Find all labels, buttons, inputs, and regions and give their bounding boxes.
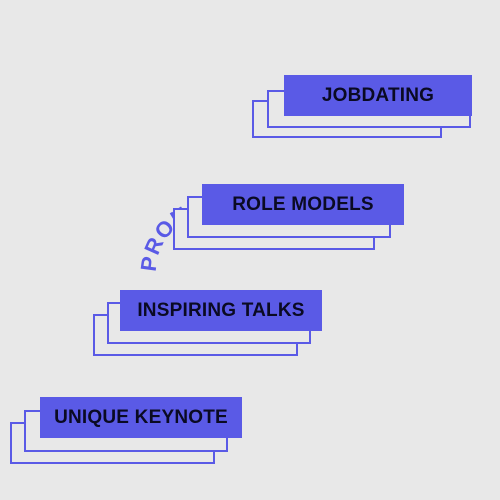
jobdating-button[interactable]: JOBDATING	[284, 75, 472, 116]
unique-keynote-button[interactable]: UNIQUE KEYNOTE	[40, 397, 242, 438]
role-models-card[interactable]: ROLE MODELS	[173, 184, 405, 264]
role-models-button[interactable]: ROLE MODELS	[202, 184, 404, 225]
inspiring-talks-card[interactable]: INSPIRING TALKS	[93, 288, 325, 360]
jobdating-card[interactable]: JOBDATING	[252, 72, 472, 150]
unique-keynote-card[interactable]: UNIQUE KEYNOTE	[10, 396, 245, 468]
inspiring-talks-button[interactable]: INSPIRING TALKS	[120, 290, 322, 331]
